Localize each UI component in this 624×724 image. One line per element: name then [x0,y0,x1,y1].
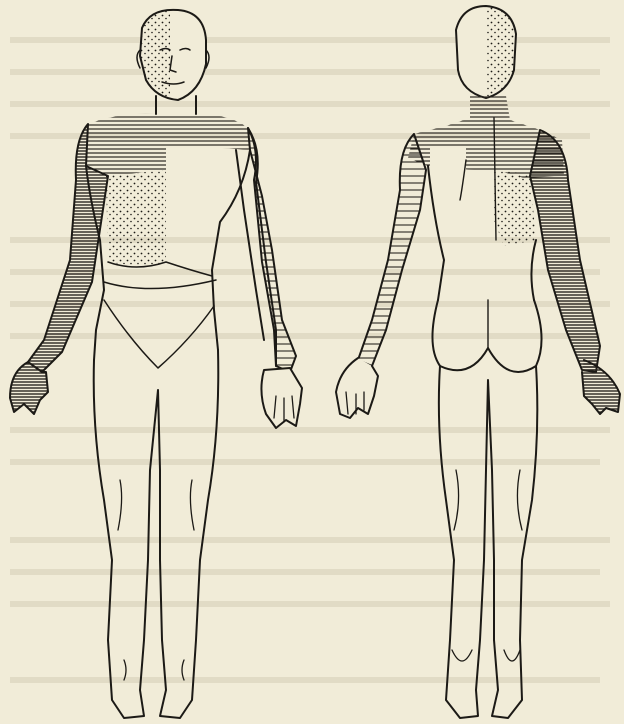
front-view [10,10,302,718]
back-upper-dots [494,170,536,246]
back-view [336,6,620,718]
front-chest-dots [106,170,166,265]
front-face-shading [140,10,170,98]
back-left-arm [358,134,426,366]
front-legs [94,350,219,718]
